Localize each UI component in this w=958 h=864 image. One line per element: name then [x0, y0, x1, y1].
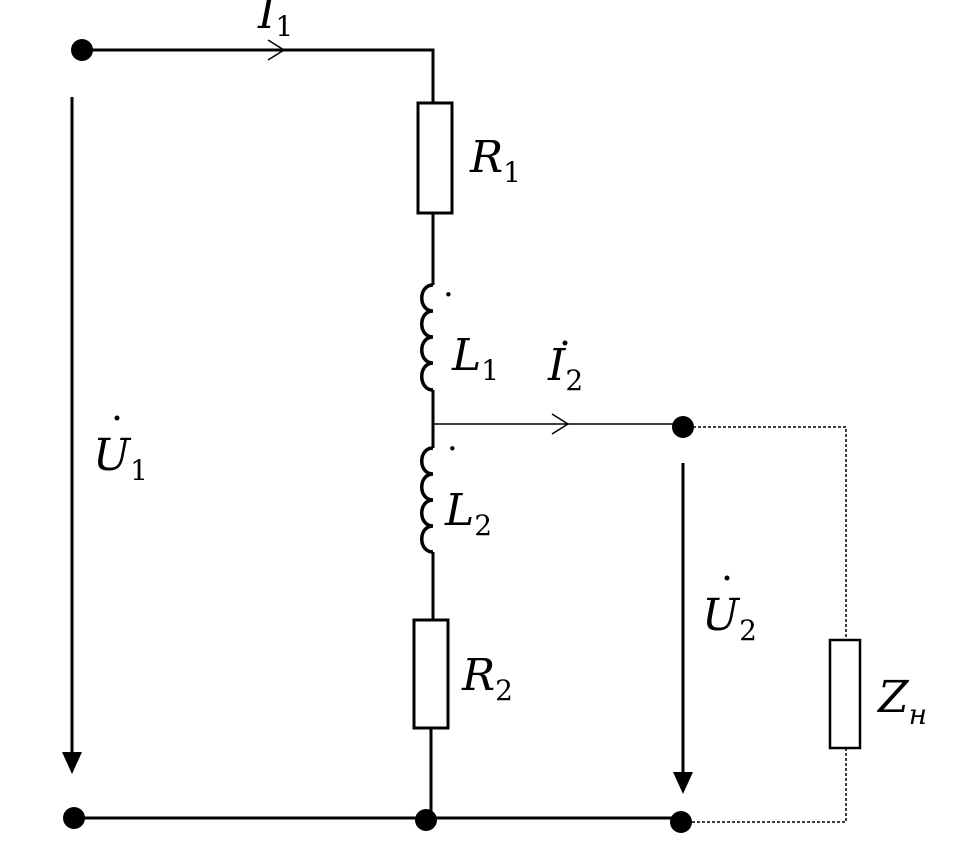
dot-marker-l1: ·: [443, 275, 454, 315]
terminal-output-top: [672, 416, 694, 438]
resistor-r2: [412, 618, 450, 730]
arrow-u2-head: [673, 772, 693, 794]
dot-over-u2: [724, 575, 730, 581]
svg-text:U2: U2: [702, 590, 757, 647]
arrow-u1-head: [62, 752, 82, 774]
label-i2: I2: [547, 340, 583, 397]
label-u2: U2: [702, 575, 757, 647]
label-l1: L1: [451, 330, 499, 387]
wire-top: [82, 48, 435, 103]
node-bottom-center: [415, 809, 437, 831]
load-zh: [828, 638, 862, 750]
inductor-l2: [420, 446, 434, 554]
terminal-output-bottom: [670, 811, 692, 833]
label-u1: U1: [93, 415, 148, 487]
terminal-input-top: [71, 39, 93, 61]
dot-over-i2: [562, 340, 568, 346]
wire-load-bottom: [683, 748, 847, 823]
arrow-i1: [267, 39, 286, 61]
inductor-l1: [420, 283, 434, 392]
label-i1: I1: [257, 0, 293, 43]
wire-to-load-top: [683, 426, 847, 640]
dot-marker-l2: ·: [447, 429, 458, 469]
arrow-i2: [551, 413, 570, 435]
terminal-input-bottom: [63, 807, 85, 829]
dot-over-u1: [114, 415, 120, 421]
resistor-r1: [416, 101, 454, 215]
label-r1: R1: [469, 132, 521, 189]
label-r2: R2: [461, 650, 513, 707]
svg-text:I2: I2: [547, 340, 583, 397]
label-zh: Zн: [876, 672, 927, 731]
label-l2: L2: [444, 485, 492, 542]
svg-text:U1: U1: [93, 430, 148, 487]
